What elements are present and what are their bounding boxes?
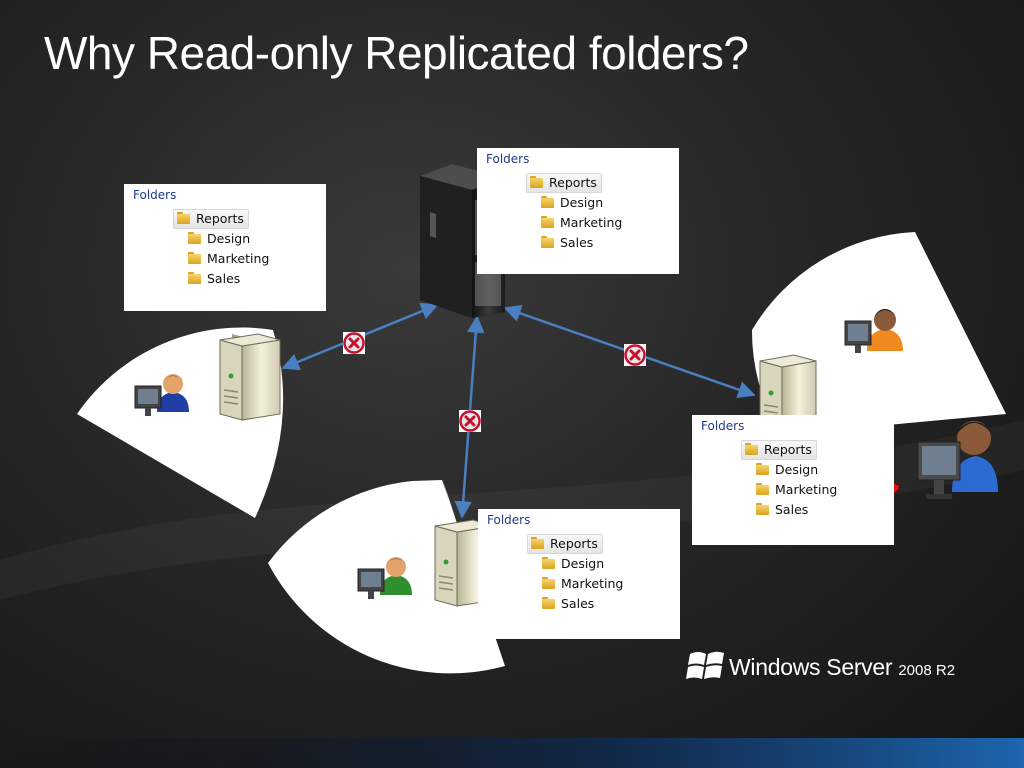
folder-icon (188, 272, 202, 284)
tree-item-sales[interactable]: Sales (185, 270, 240, 288)
logo-text: Windows Server 2008 R2 (729, 654, 955, 681)
folder-icon (530, 176, 544, 188)
folder-icon (188, 232, 202, 244)
user-icon (844, 309, 903, 353)
branch-server-icon (219, 333, 281, 421)
folder-panel-right: Folders Reports Design Marketing Sales (692, 415, 894, 545)
folder-panel-left: Folders Reports Design Marketing Sales (124, 184, 326, 311)
panel-header: Folders (133, 188, 177, 202)
tree-item-reports[interactable]: Reports (527, 534, 603, 554)
folder-icon (177, 212, 191, 224)
tree-item-design[interactable]: Design (185, 230, 250, 248)
tree-item-sales[interactable]: Sales (538, 234, 593, 252)
windows-flag-icon (686, 651, 724, 679)
folder-icon (542, 597, 556, 609)
slide-title: Why Read-only Replicated folders? (44, 27, 749, 79)
tree-item-design[interactable]: Design (753, 461, 818, 479)
tree-item-marketing[interactable]: Marketing (538, 214, 622, 232)
tree-item-sales[interactable]: Sales (539, 595, 594, 613)
folder-icon (188, 252, 202, 264)
folder-icon (541, 236, 555, 248)
blocked-icon (343, 332, 365, 354)
folder-icon (531, 537, 545, 549)
user-icon (917, 421, 998, 499)
folder-icon (541, 216, 555, 228)
user-icon (134, 374, 189, 416)
logo-brand: Windows Server (729, 654, 893, 680)
tree-item-design[interactable]: Design (538, 194, 603, 212)
folder-icon (542, 557, 556, 569)
folder-icon (756, 503, 770, 515)
folder-icon (756, 463, 770, 475)
tree-item-reports[interactable]: Reports (526, 173, 602, 193)
tree-item-marketing[interactable]: Marketing (753, 481, 837, 499)
blocked-icon (459, 410, 481, 432)
bottom-glow (0, 738, 1024, 768)
tree-item-reports[interactable]: Reports (741, 440, 817, 460)
tree-item-reports[interactable]: Reports (173, 209, 249, 229)
folder-icon (542, 577, 556, 589)
tree-item-sales[interactable]: Sales (753, 501, 808, 519)
panel-header: Folders (487, 513, 531, 527)
panel-header: Folders (486, 152, 530, 166)
panel-header: Folders (701, 419, 745, 433)
folder-icon (745, 443, 759, 455)
folder-icon (756, 483, 770, 495)
user-icon (357, 557, 412, 599)
tree-item-marketing[interactable]: Marketing (539, 575, 623, 593)
tree-item-marketing[interactable]: Marketing (185, 250, 269, 268)
folder-icon (541, 196, 555, 208)
blocked-icon (624, 344, 646, 366)
folder-panel-hub: Folders Reports Design Marketing Sales (477, 148, 679, 274)
logo-version: 2008 R2 (898, 662, 956, 679)
tree-item-design[interactable]: Design (539, 555, 604, 573)
folder-panel-bottom: Folders Reports Design Marketing Sales (478, 509, 680, 639)
